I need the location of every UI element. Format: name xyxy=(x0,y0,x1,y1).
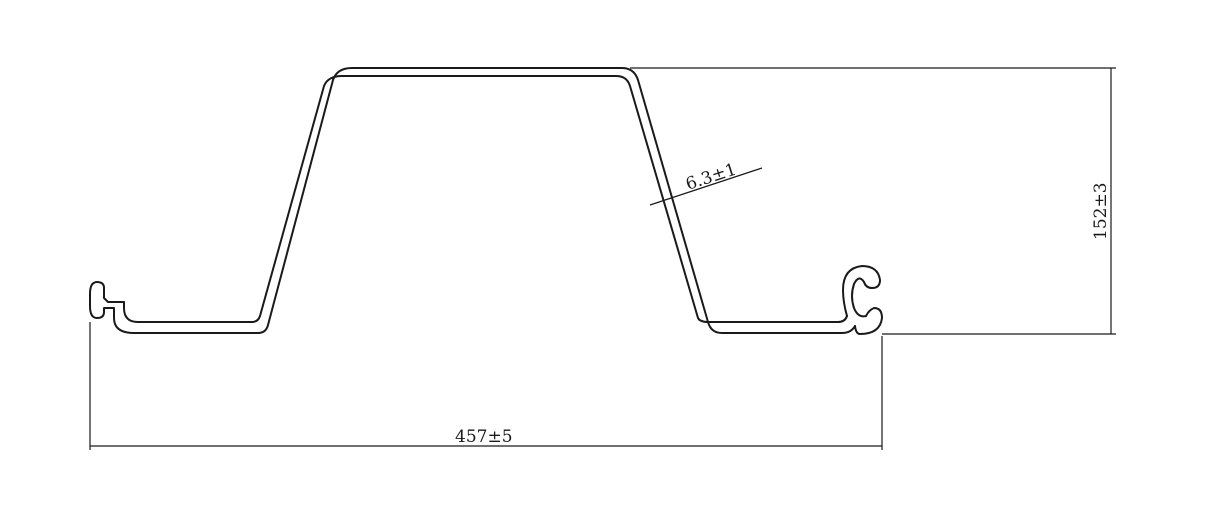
thickness-leader-line xyxy=(649,167,763,206)
height-dimension-label: 152±3 xyxy=(1091,182,1111,240)
left-interlock xyxy=(89,281,139,334)
right-interlock xyxy=(842,265,883,335)
sheet-pile-profile xyxy=(89,67,883,335)
profile-outer-edge xyxy=(133,67,856,334)
width-dimension-label: 457±5 xyxy=(455,427,513,447)
dimension-lines xyxy=(89,67,1116,450)
thickness-dimension-label: 6.3±1 xyxy=(683,160,739,195)
profile-inner-edge xyxy=(137,75,848,323)
